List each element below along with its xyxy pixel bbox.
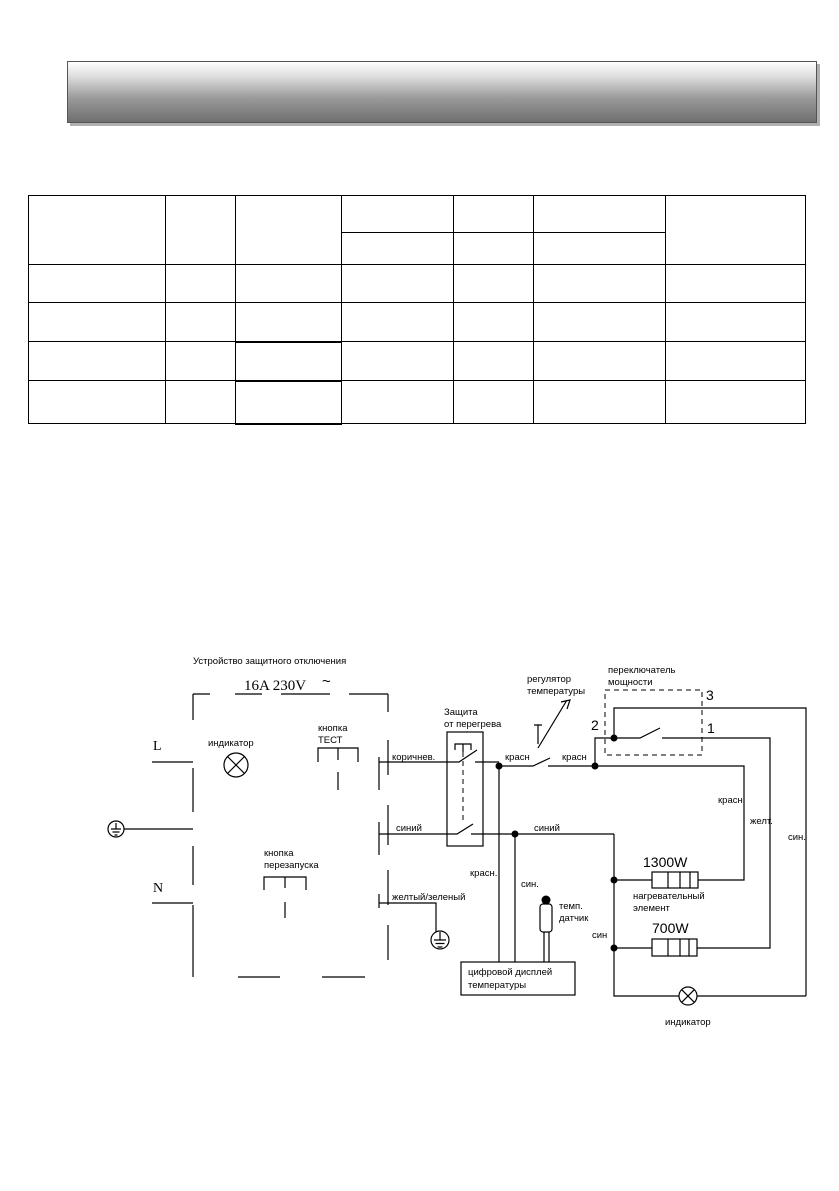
wire-blue-label-2: синий <box>534 823 560 834</box>
temp-sensor-label-2: датчик <box>559 913 589 924</box>
heating-element-label-2: элемент <box>633 903 671 914</box>
table-header-cell <box>665 195 806 265</box>
reset-button-label-1: кнопка <box>264 848 294 859</box>
wire-blue-heater-label: син <box>592 930 607 941</box>
table-subheader-row <box>29 232 806 265</box>
table-cell <box>341 341 454 381</box>
heating-element-label-1: нагревательный <box>633 891 705 902</box>
ground-icon <box>430 930 450 950</box>
wire-blue-display-label: син. <box>521 879 539 890</box>
table-cell <box>665 341 806 381</box>
table-cell <box>235 341 342 382</box>
power-switch-box <box>604 689 703 756</box>
table-cell <box>533 341 666 381</box>
thermostat-label-1: регулятор <box>527 674 571 685</box>
power-switch-label-2: мощности <box>608 677 653 688</box>
wire-blue-right-label: син. <box>788 832 806 843</box>
test-button-label-2: ТЕСТ <box>318 735 343 746</box>
overheat-protection-switch <box>446 731 614 847</box>
table-cell <box>28 302 166 342</box>
switch-pin-1: 1 <box>707 720 715 736</box>
ground-icon <box>107 820 193 838</box>
rcd-box <box>192 693 389 978</box>
rcd-indicator-label: индикатор <box>208 738 254 749</box>
test-button-label-1: кнопка <box>318 723 348 734</box>
wire-red-display-label: красн. <box>470 868 497 879</box>
table-cell <box>341 380 454 424</box>
reset-button-label-2: перезапуска <box>264 860 319 871</box>
rcd-rating: 16A 230V <box>244 678 306 694</box>
heater-1300w-icon <box>651 871 699 889</box>
test-button-icon <box>317 747 359 790</box>
table-cell <box>453 264 534 303</box>
header-banner <box>67 61 817 123</box>
ac-symbol: ~ <box>322 673 331 690</box>
overheat-label-1: Защита <box>444 707 478 718</box>
table-cell <box>453 380 534 424</box>
thermostat-label-2: температуры <box>527 686 585 697</box>
table-cell <box>235 264 342 303</box>
table-cell <box>235 302 342 343</box>
rcd-title: Устройство защитного отключения <box>193 656 346 667</box>
table-row <box>28 341 806 382</box>
table-cell <box>28 380 166 424</box>
indicator-lamp-icon <box>678 986 698 1006</box>
table-row <box>28 380 806 425</box>
wire-blue-label: синий <box>396 823 422 834</box>
switch-pin-3: 3 <box>706 687 714 703</box>
indicator-lamp-icon <box>223 752 249 778</box>
wire-brown-label: коричнев. <box>392 752 435 763</box>
table-header-cell <box>341 232 454 265</box>
table-row <box>28 302 806 343</box>
table-header-cell <box>533 232 666 265</box>
table-cell <box>28 264 166 303</box>
temp-display-box <box>460 961 576 996</box>
wire-red-vertical-label: красн. <box>718 795 745 806</box>
table-header-cell <box>453 195 534 233</box>
wire-yellow-green-label: желтый/зеленый <box>392 892 465 903</box>
thermostat-icon <box>534 699 571 749</box>
overheat-label-2: от перегрева <box>444 719 502 730</box>
line-label-L: L <box>153 739 162 754</box>
power-switch-label-1: переключатель <box>608 665 675 676</box>
table-cell <box>165 264 236 303</box>
table-header-cell <box>533 195 666 233</box>
temperature-sensor-icon <box>539 895 553 962</box>
table-cell <box>28 341 166 381</box>
table-cell <box>665 302 806 342</box>
temp-display-label-2: температуры <box>468 980 526 991</box>
wire-red-label-2: красн <box>562 752 587 763</box>
bottom-indicator-label: индикатор <box>665 1017 711 1028</box>
heater-700w-icon <box>651 938 698 957</box>
table-header-cell <box>165 195 236 265</box>
line-label-N: N <box>153 881 163 896</box>
temp-sensor-label-1: темп. <box>559 901 583 912</box>
spec-table <box>28 195 806 425</box>
table-cell <box>665 380 806 424</box>
switch-pin-2: 2 <box>591 717 599 733</box>
wire-yellow-label: желт. <box>750 816 773 827</box>
temp-display-label-1: цифровой дисплей <box>468 967 552 978</box>
heater-700w-label: 700W <box>652 920 689 936</box>
table-cell <box>533 380 666 424</box>
heater-1300w-label: 1300W <box>643 854 688 870</box>
wire-red-label-1: красн <box>505 752 530 763</box>
table-cell <box>453 341 534 381</box>
reset-button-icon <box>263 876 307 918</box>
